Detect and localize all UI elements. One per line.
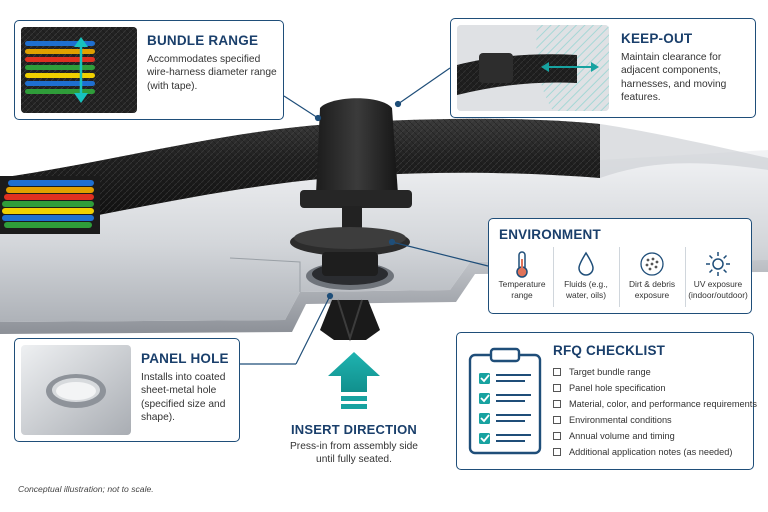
- bundle-range-title: BUNDLE RANGE: [147, 33, 259, 48]
- insert-direction-description: Press-in from assembly side until fully …: [290, 441, 418, 466]
- panel-hole-description: Installs into coated sheet-metal hole (s…: [141, 372, 226, 423]
- keep-out-thumbnail: [457, 25, 609, 111]
- panel-hole-thumbnail: [21, 345, 131, 435]
- keep-out-description: Maintain clearance for adjacent componen…: [621, 52, 727, 103]
- rfq-item[interactable]: Material, color, and performance require…: [553, 397, 757, 411]
- environment-item-fluids: Fluids (e.g., water, oils): [555, 249, 617, 300]
- wire-harness: [0, 118, 768, 234]
- rfq-item-label: Annual volume and timing: [569, 431, 675, 441]
- keep-out-title: KEEP-OUT: [621, 31, 693, 46]
- rfq-item[interactable]: Environmental conditions: [553, 413, 672, 427]
- insert-direction-arrow: [328, 352, 380, 409]
- thermometer-icon: [516, 251, 528, 278]
- insert-direction-title: INSERT DIRECTION: [291, 422, 417, 437]
- leader-lines: [240, 67, 489, 365]
- rfq-item-label: Material, color, and performance require…: [569, 399, 757, 409]
- rfq-item-label: Target bundle range: [569, 367, 651, 377]
- bundle-range-panel: BUNDLE RANGE Accommodates specified wire…: [14, 20, 284, 120]
- checkbox[interactable]: [553, 384, 561, 392]
- environment-item-label: Temperature range: [498, 279, 546, 300]
- rfq-item-label: Environmental conditions: [569, 415, 672, 425]
- rfq-checklist-title: RFQ CHECKLIST: [553, 343, 666, 358]
- environment-item-label: Fluids (e.g., water, oils): [564, 279, 608, 300]
- rfq-item-label: Panel hole specification: [569, 383, 666, 393]
- environment-item-uv: UV exposure (indoor/outdoor): [687, 249, 749, 300]
- bundle-range-description: Accommodates specified wire-harness diam…: [147, 54, 277, 92]
- environment-item-temperature: Temperature range: [491, 249, 553, 300]
- checkbox[interactable]: [553, 368, 561, 376]
- environment-item-label: UV exposure (indoor/outdoor): [688, 279, 748, 300]
- sun-icon: [706, 252, 730, 276]
- rfq-item[interactable]: Annual volume and timing: [553, 429, 675, 443]
- droplet-icon: [578, 251, 594, 276]
- environment-panel: ENVIRONMENT Temperature range Fluids (e.…: [488, 218, 752, 314]
- debris-icon: [640, 252, 664, 276]
- clip-legs: [320, 299, 380, 342]
- environment-divider: [553, 247, 554, 307]
- environment-divider: [685, 247, 686, 307]
- checkbox[interactable]: [553, 448, 561, 456]
- environment-item-debris: Dirt & debris exposure: [621, 249, 683, 300]
- bundle-range-thumbnail: [21, 27, 137, 113]
- clipboard-icon: [468, 347, 542, 455]
- environment-title: ENVIRONMENT: [499, 227, 601, 242]
- rfq-item[interactable]: Target bundle range: [553, 365, 651, 379]
- rfq-item[interactable]: Panel hole specification: [553, 381, 666, 395]
- environment-item-label: Dirt & debris exposure: [628, 279, 676, 300]
- keep-out-panel: KEEP-OUT Maintain clearance for adjacent…: [450, 18, 756, 118]
- checkbox[interactable]: [553, 416, 561, 424]
- rfq-checklist-panel: RFQ CHECKLIST Target bundle range Panel …: [456, 332, 757, 470]
- checkbox[interactable]: [553, 400, 561, 408]
- rfq-item-label: Additional application notes (as needed): [569, 447, 733, 457]
- panel-hole-panel: PANEL HOLE Installs into coated sheet-me…: [14, 338, 240, 442]
- harness-clip: [290, 98, 412, 276]
- exposed-wires: [0, 176, 100, 234]
- checkbox[interactable]: [553, 432, 561, 440]
- rfq-item[interactable]: Additional application notes (as needed): [553, 445, 732, 459]
- environment-divider: [619, 247, 620, 307]
- panel-hole-title: PANEL HOLE: [141, 351, 229, 366]
- footnote: Conceptual illustration; not to scale.: [18, 484, 154, 494]
